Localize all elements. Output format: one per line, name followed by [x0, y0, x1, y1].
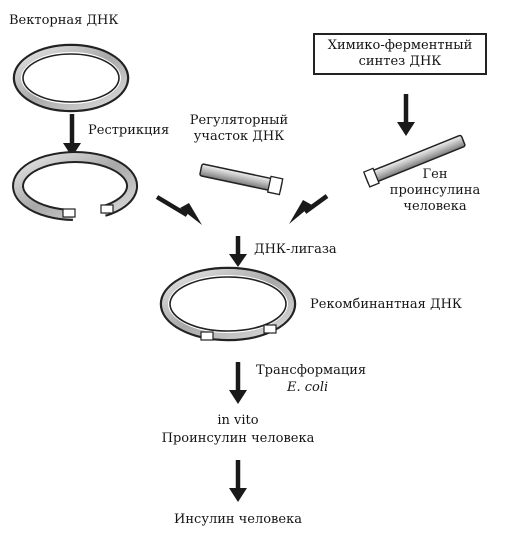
gene-line-2: проинсулина [389, 183, 481, 198]
recombinant-dna-label: Рекомбинантная ДНК [310, 297, 462, 312]
arrow-final [229, 460, 247, 502]
arrow-ligase [229, 236, 247, 267]
proinsulin-label: Проинсулин человека [161, 431, 315, 446]
regulatory-line-2: участок ДНК [193, 129, 285, 144]
restriction-label: Рестрикция [88, 123, 170, 138]
gene-rod [362, 134, 466, 188]
arrow-transformation [229, 362, 247, 404]
regulatory-dna-label: Регуляторный участок ДНК [189, 113, 289, 145]
gene-line-3: человека [403, 199, 467, 214]
vector-dna-label: Векторная ДНК [9, 13, 119, 28]
gene-line-1: Ген [422, 167, 448, 182]
ecoli-label: E. coli [287, 380, 329, 395]
chem-synth-line-1: Химико-ферментный [327, 38, 473, 53]
transformation-label: Трансформация [256, 363, 367, 378]
restricted-ring [12, 151, 138, 221]
regulatory-line-1: Регуляторный [189, 113, 289, 128]
chem-synth-line-2: синтез ДНК [358, 54, 442, 69]
ligase-label: ДНК-лигаза [254, 242, 337, 257]
arrow-from-vector [155, 195, 202, 225]
gene-label: Ген проинсулина человека [380, 167, 490, 215]
arrow-from-gene [289, 194, 329, 224]
regulatory-dna-rod [199, 163, 284, 196]
vector-dna-ring [12, 43, 130, 113]
arrow-chem-synthesis [397, 94, 415, 136]
insulin-label: Инсулин человека [174, 512, 302, 527]
arrow-restriction [63, 114, 81, 157]
recombinant-dna-ring [159, 266, 297, 342]
chem-synthesis-box: Химико-ферментный синтез ДНК [313, 33, 487, 75]
in-vito-label: in vito [217, 413, 259, 428]
